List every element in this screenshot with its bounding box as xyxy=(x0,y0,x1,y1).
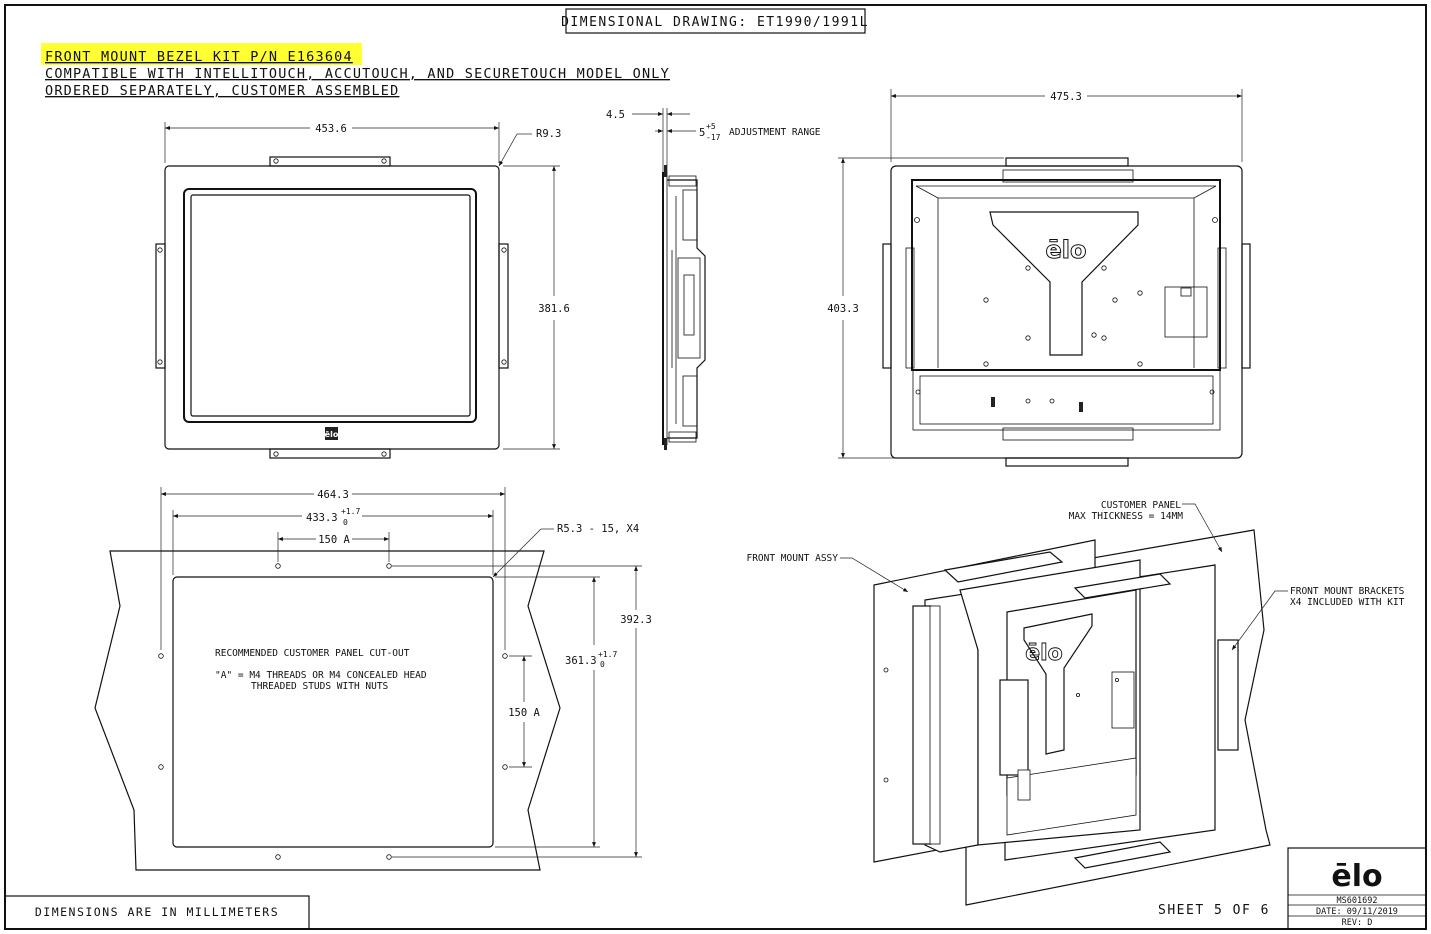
rear-view: ēlo 475.3 403.3 xyxy=(827,89,1251,467)
iso-bracket-label1: FRONT MOUNT BRACKETS xyxy=(1290,586,1405,597)
title-box: DIMENSIONAL DRAWING: ET1990/1991L xyxy=(561,8,869,34)
note-highlight xyxy=(41,43,362,65)
note-kit-part-number: FRONT MOUNT BEZEL KIT P/N E163604 xyxy=(45,49,353,65)
cutout-inner-width-minus: 0 xyxy=(343,518,348,527)
cutout-inner-width-base: 433.3 xyxy=(306,512,338,524)
rear-height-dim: 403.3 xyxy=(827,303,859,315)
title-block: ēlo MS601692 DATE: 09/11/2019 REV: D xyxy=(1287,847,1427,930)
cutout-note-title: RECOMMENDED CUSTOMER PANEL CUT-OUT xyxy=(215,648,410,659)
cutout-view: 464.3 433.3 +1.7 0 150 A R5.3 - 15, X4 3… xyxy=(94,487,652,871)
side-adjust-label: ADJUSTMENT RANGE xyxy=(729,127,821,138)
iso-assy-label: FRONT MOUNT ASSY xyxy=(746,553,838,564)
front-screen-frame xyxy=(183,188,477,423)
title-block-logo: ēlo xyxy=(1331,859,1382,894)
front-width-dim: 453.6 xyxy=(315,123,347,135)
cutout-note-line1: "A" = M4 THREADS OR M4 CONCEALED HEAD xyxy=(215,670,427,681)
cutout-inner-height-plus: +1.7 xyxy=(598,650,617,659)
units-note: DIMENSIONS ARE IN MILLIMETERS xyxy=(35,905,279,919)
cutout-note-line2: THREADED STUDS WITH NUTS xyxy=(251,681,389,692)
front-view: ēlo 453.6 R9.3 381.6 xyxy=(155,122,570,459)
rear-y-bracket xyxy=(989,211,1139,356)
title-block-rev: REV: D xyxy=(1342,918,1373,928)
side-adjust-base: 5 xyxy=(699,127,705,139)
front-screen xyxy=(190,194,471,417)
notes-block: FRONT MOUNT BEZEL KIT P/N E163604 COMPAT… xyxy=(41,43,670,99)
sheet-number: SHEET 5 OF 6 xyxy=(1158,903,1270,918)
side-adjust-plus: +5 xyxy=(706,122,716,131)
front-logo-box xyxy=(325,427,338,440)
title-block-doc-no: MS601692 xyxy=(1337,896,1378,906)
front-radius-dim: R9.3 xyxy=(536,128,561,140)
cutout-inner-height-minus: 0 xyxy=(600,660,605,669)
iso-logo: ēlo xyxy=(1025,641,1063,666)
cutout-opening xyxy=(172,576,494,848)
title-block-date: DATE: 09/11/2019 xyxy=(1316,907,1398,917)
side-view: 4.5 5 +5 -17 ADJUSTMENT RANGE xyxy=(606,108,821,450)
iso-panel-label2: MAX THICKNESS = 14MM xyxy=(1069,511,1184,522)
iso-panel-label1: CUSTOMER PANEL xyxy=(1101,500,1181,511)
side-adjust-minus: -17 xyxy=(706,133,721,142)
iso-view: ēlo CUSTOMER PANEL MAX THICKNESS = 14MM … xyxy=(746,500,1405,906)
cutout-inner-height-base: 361.3 xyxy=(565,655,597,667)
note-ordering: ORDERED SEPARATELY, CUSTOMER ASSEMBLED xyxy=(45,83,399,99)
note-compatibility: COMPATIBLE WITH INTELLITOUCH, ACCUTOUCH,… xyxy=(45,66,670,82)
cutout-inner-width-plus: +1.7 xyxy=(341,507,360,516)
rear-width-dim: 475.3 xyxy=(1050,91,1082,103)
cutout-outer-height-dim: 392.3 xyxy=(620,614,652,626)
drawing-title: DIMENSIONAL DRAWING: ET1990/1991L xyxy=(561,15,869,30)
cutout-panel-outline xyxy=(94,550,561,871)
cutout-outer-width-dim: 464.3 xyxy=(317,489,349,501)
cutout-side-spacing-dim: 150 A xyxy=(508,707,540,719)
cutout-top-spacing-dim: 150 A xyxy=(318,534,350,546)
iso-bracket-label2: X4 INCLUDED WITH KIT xyxy=(1290,597,1405,608)
cutout-corner-dim: R5.3 - 15, X4 xyxy=(557,523,639,535)
front-logo: ēlo xyxy=(325,430,339,439)
rear-logo: ēlo xyxy=(1046,236,1087,264)
units-box: DIMENSIONS ARE IN MILLIMETERS xyxy=(4,895,310,930)
side-thickness-dim: 4.5 xyxy=(606,109,625,121)
front-height-dim: 381.6 xyxy=(538,303,570,315)
